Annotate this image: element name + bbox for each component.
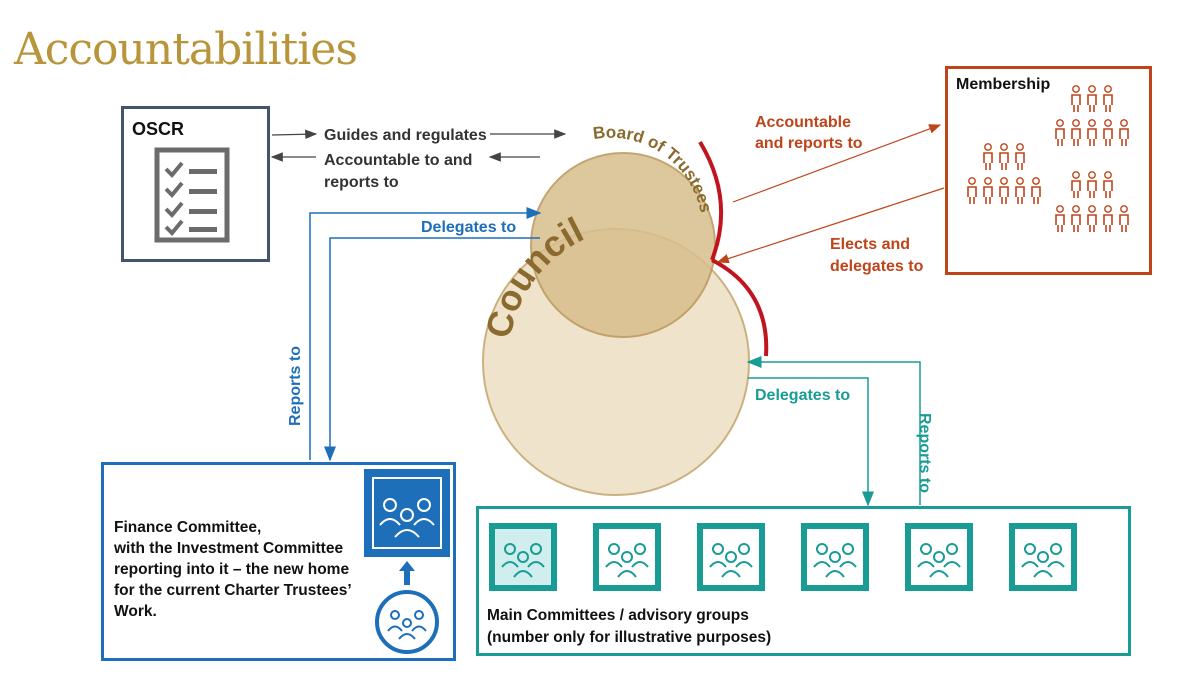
guides-label: Guides and regulates <box>324 127 487 144</box>
main-committees-text: Main Committees / advisory groups (numbe… <box>487 607 772 646</box>
finance-text: Finance Committee, with the Investment C… <box>114 519 352 620</box>
person-icon <box>1071 85 1081 112</box>
reports-finance-label: Reports to <box>287 346 304 426</box>
person-icon <box>1015 177 1025 204</box>
delegates-finance-label: Delegates to <box>421 219 517 236</box>
person-icon <box>983 143 993 170</box>
person-icon <box>1055 119 1065 146</box>
committee-icon <box>697 523 765 591</box>
person-icon <box>1031 177 1041 204</box>
person-icon <box>1071 119 1081 146</box>
main-committees-box: Main Committees / advisory groups (numbe… <box>476 506 1131 656</box>
reports-main-label: Reports to <box>916 413 933 493</box>
finance-committee-icon <box>364 469 450 557</box>
person-icon <box>1103 205 1113 232</box>
person-icon <box>1055 205 1065 232</box>
delegates-main-label: Delegates to <box>755 387 851 404</box>
committee-icon <box>801 523 869 591</box>
committee-icon <box>905 523 973 591</box>
person-icon <box>1087 171 1097 198</box>
elects-label-1: Elects and <box>830 236 911 253</box>
members-icon <box>967 85 1129 232</box>
person-icon <box>1087 85 1097 112</box>
oscr-box: OSCR <box>121 106 270 262</box>
committee-icon <box>1009 523 1077 591</box>
committee-icon <box>489 523 557 591</box>
membership-box: Membership <box>945 66 1152 275</box>
person-icon <box>1071 205 1081 232</box>
person-icon <box>1119 205 1129 232</box>
person-icon <box>1103 85 1113 112</box>
person-icon <box>967 177 977 204</box>
finance-committee-box: Finance Committee, with the Investment C… <box>101 462 456 661</box>
council-red-arc <box>711 258 769 357</box>
accountable-label-2: reports to <box>324 174 399 191</box>
checklist-icon <box>154 147 230 243</box>
accountable-members-1: Accountable <box>755 114 852 131</box>
person-icon <box>983 177 993 204</box>
person-icon <box>1015 143 1025 170</box>
committee-icon <box>593 523 661 591</box>
accountable-members-2: and reports to <box>755 135 863 152</box>
person-icon <box>1103 119 1113 146</box>
person-icon <box>1119 119 1129 146</box>
accountable-label-1: Accountable to and <box>324 152 473 169</box>
person-icon <box>1071 171 1081 198</box>
board-red-arc <box>698 140 724 261</box>
person-icon <box>999 177 1009 204</box>
membership-label: Membership <box>956 76 1051 93</box>
person-icon <box>1087 205 1097 232</box>
investment-committee-icon <box>375 590 439 654</box>
person-icon <box>1087 119 1097 146</box>
oscr-label: OSCR <box>132 119 185 139</box>
person-icon <box>999 143 1009 170</box>
elects-label-2: delegates to <box>830 258 924 275</box>
person-icon <box>1103 171 1113 198</box>
arrow-up-icon <box>399 561 415 585</box>
page-title: Accountabilities <box>14 24 358 75</box>
